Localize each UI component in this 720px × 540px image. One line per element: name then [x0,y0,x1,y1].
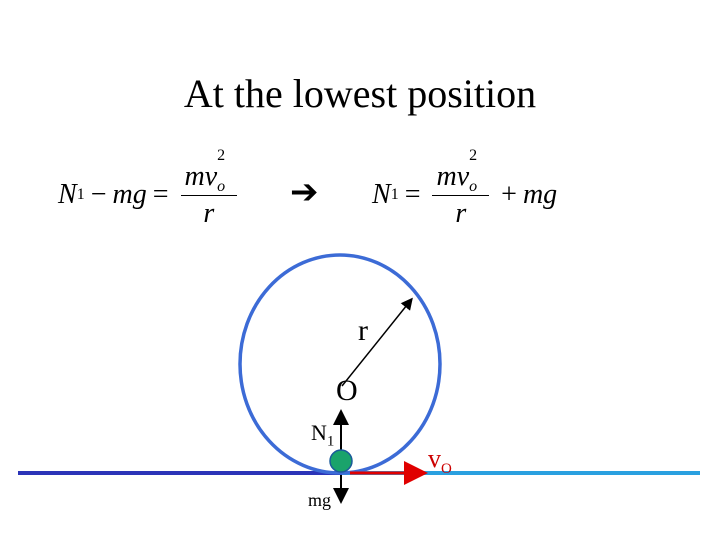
velocity-label: vO [428,444,452,478]
radius-label: r [358,314,368,347]
fraction-numerator: mvo 2 [180,147,238,196]
normal-force-symbol: N [311,420,327,445]
numerator-mv: mv [436,160,470,192]
fraction-numerator: mvo 2 [432,147,490,196]
fraction-denominator: r [455,197,467,229]
radius-arrow [341,297,413,387]
loop-circle [238,253,442,475]
symbol-n: N [58,179,77,210]
equals-sign: = [404,179,421,210]
numerator-subscript: o [469,177,478,195]
symbol-mg: mg [522,179,558,210]
plus-sign: + [501,179,517,210]
numerator-exponent: 2 [469,147,478,165]
weight-label: mg [308,490,332,510]
symbol-mg: mg [112,179,147,210]
velocity-symbol: v [428,444,441,473]
ball [329,449,353,473]
symbol-n: N [372,179,391,210]
slide-title: At the lowest position [183,71,537,116]
fraction-centripetal: mvo 2 r [432,147,490,230]
equals-sign: = [152,179,169,210]
fraction-denominator: r [203,197,215,229]
numerator-exponent: 2 [217,147,226,165]
numerator-subscript: o [217,177,226,195]
symbol-n-subscript: 1 [390,186,399,203]
normal-force-subscript: 1 [326,433,335,450]
numerator-mv: mv [184,160,218,192]
symbol-n-subscript: 1 [76,186,85,203]
normal-force-label: N1 [311,420,334,450]
velocity-subscript: O [441,461,452,478]
minus-sign: − [90,179,107,210]
center-label: O [336,374,358,407]
implies-arrow-icon: ➔ [290,172,319,212]
fraction-centripetal: mvo 2 r [180,147,238,230]
